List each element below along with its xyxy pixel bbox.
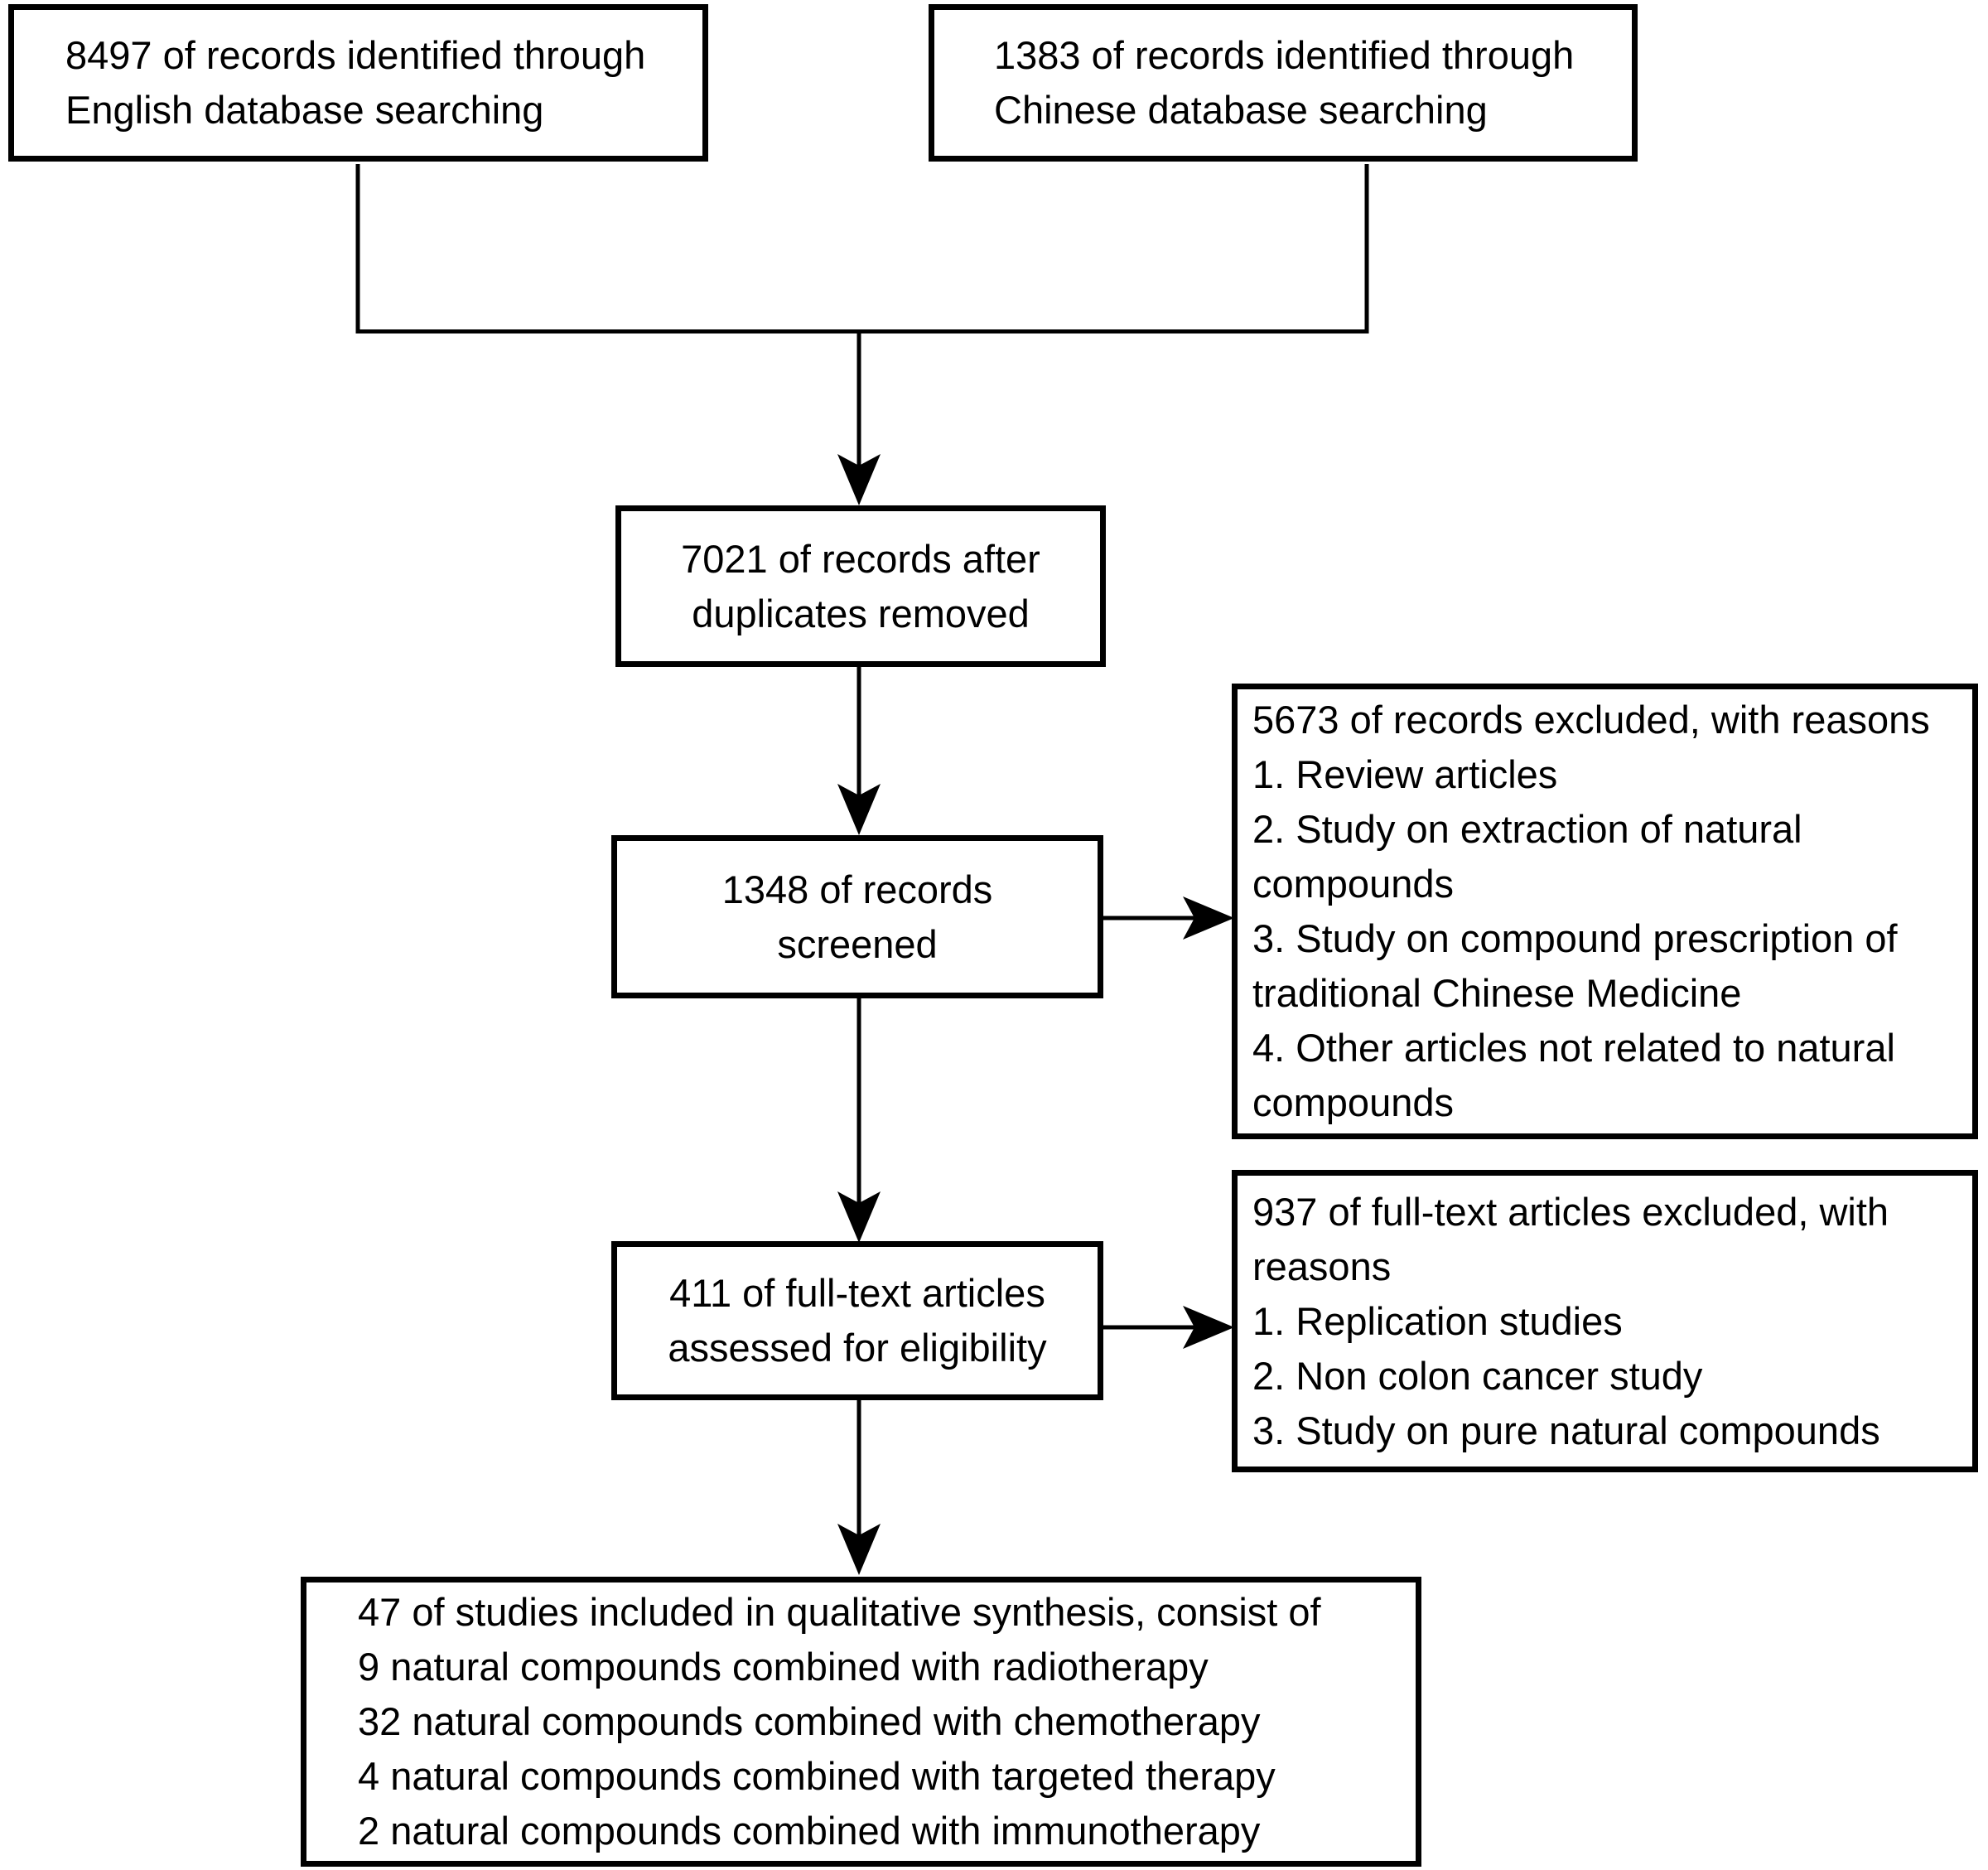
box-text-line: duplicates removed — [692, 591, 1030, 635]
arrowhead-into-excluded-fulltext — [1183, 1306, 1234, 1349]
arrowhead-into-included — [837, 1524, 881, 1575]
box-text-line: 7021 of records after — [681, 536, 1040, 581]
excluded-screening-reason: 4. Other articles not related to natural… — [1252, 1026, 1895, 1124]
excluded-screening-reason: 2. Study on extraction of natural compou… — [1252, 807, 1802, 906]
box-text-line: Chinese database searching — [994, 88, 1488, 132]
box-text-line: 1348 of records — [721, 867, 993, 911]
box-records-excluded-with-reasons: 5673 of records excluded, with reasons 1… — [1232, 684, 1978, 1139]
arrowhead-into-excluded-screening — [1183, 896, 1234, 940]
arrowhead-into-screened — [837, 784, 881, 835]
box-text-line: 8497 of records identified through — [65, 33, 646, 77]
arrowhead-into-deduplicated — [837, 454, 881, 505]
box-records-identified-english: 8497 of records identified through Engli… — [8, 4, 708, 162]
box-text-line: 1383 of records identified through — [994, 33, 1575, 77]
excluded-screening-reason: 1. Review articles — [1252, 752, 1558, 796]
box-records-screened: 1348 of records screened — [611, 835, 1103, 998]
box-records-after-duplicates-removed: 7021 of records after duplicates removed — [615, 505, 1106, 667]
excluded-fulltext-reason: 2. Non colon cancer study — [1252, 1353, 1703, 1398]
included-summary-line: 32 natural compounds combined with chemo… — [358, 1699, 1261, 1743]
connector-merge-sources — [355, 164, 1369, 334]
excluded-screening-title: 5673 of records excluded, with reasons — [1252, 698, 1930, 742]
included-summary-line: 4 natural compounds combined with target… — [358, 1754, 1276, 1798]
box-fulltext-assessed-for-eligibility: 411 of full-text articles assessed for e… — [611, 1241, 1103, 1400]
box-records-identified-chinese: 1383 of records identified through Chine… — [929, 4, 1638, 162]
box-text-line: screened — [777, 921, 938, 966]
box-text-line: 411 of full-text articles — [669, 1271, 1045, 1315]
box-text-line: English database searching — [65, 88, 544, 132]
box-fulltext-excluded-with-reasons: 937 of full-text articles excluded, with… — [1232, 1170, 1978, 1472]
included-summary-line: 9 natural compounds combined with radiot… — [358, 1645, 1209, 1689]
included-summary-line: 2 natural compounds combined with immuno… — [358, 1809, 1261, 1853]
excluded-fulltext-reason: 1. Replication studies — [1252, 1298, 1623, 1343]
excluded-fulltext-title: 937 of full-text articles excluded, with… — [1252, 1189, 1889, 1288]
arrowhead-into-fulltext — [837, 1191, 881, 1243]
box-text-line: assessed for eligibility — [668, 1326, 1047, 1370]
box-studies-included-in-synthesis: 47 of studies included in qualitative sy… — [301, 1577, 1421, 1867]
included-summary-line: 47 of studies included in qualitative sy… — [358, 1590, 1321, 1634]
excluded-fulltext-reason: 3. Study on pure natural compounds — [1252, 1408, 1880, 1452]
excluded-screening-reason: 3. Study on compound prescription of tra… — [1252, 916, 1898, 1015]
